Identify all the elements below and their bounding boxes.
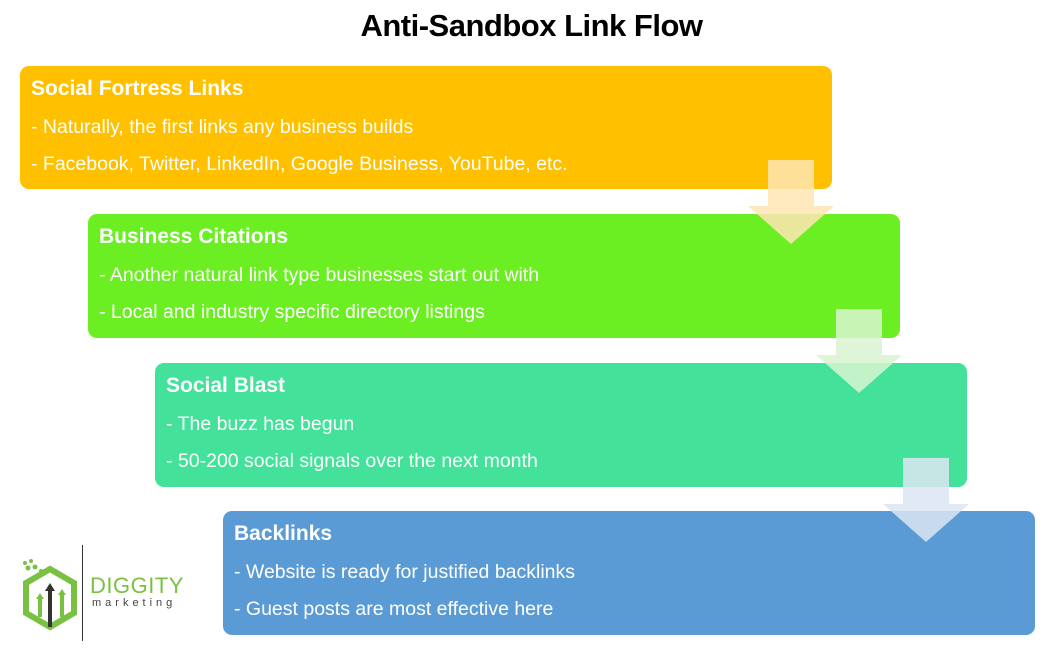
stage-bullet: - Facebook, Twitter, LinkedIn, Google Bu… (31, 153, 568, 175)
stage-heading: Backlinks (234, 522, 333, 545)
stage-backlinks: Backlinks - Website is ready for justifi… (223, 511, 1035, 635)
diagram-title: Anti-Sandbox Link Flow (360, 8, 703, 43)
stage-social-fortress-links: Social Fortress Links - Naturally, the f… (20, 66, 832, 189)
logo-name: DIGGITY (90, 573, 184, 598)
down-arrow-icon (883, 458, 969, 542)
stage-bullet: - 50-200 social signals over the next mo… (166, 450, 538, 472)
diggity-marketing-logo: DIGGITY marketing (18, 545, 198, 645)
down-arrow-icon (748, 160, 834, 244)
stage-heading: Social Blast (166, 374, 286, 397)
stage-bullet: - The buzz has begun (166, 413, 355, 435)
stage-business-citations: Business Citations - Another natural lin… (88, 214, 900, 338)
down-arrow-icon (816, 309, 902, 393)
logo-tagline: marketing (92, 597, 177, 609)
stage-bullet: - Another natural link type businesses s… (99, 264, 540, 286)
stage-heading: Social Fortress Links (31, 77, 244, 100)
logo-hexagon-icon (23, 559, 77, 631)
stage-heading: Business Citations (99, 225, 289, 248)
stage-bullet: - Website is ready for justified backlin… (234, 561, 576, 583)
stage-bullet: - Local and industry specific directory … (99, 301, 485, 323)
stage-social-blast: Social Blast - The buzz has begun - 50-2… (155, 363, 967, 487)
stage-bullet: - Naturally, the first links any busines… (31, 116, 414, 138)
logo-divider (82, 545, 83, 641)
stage-bullet: - Guest posts are most effective here (234, 598, 554, 620)
